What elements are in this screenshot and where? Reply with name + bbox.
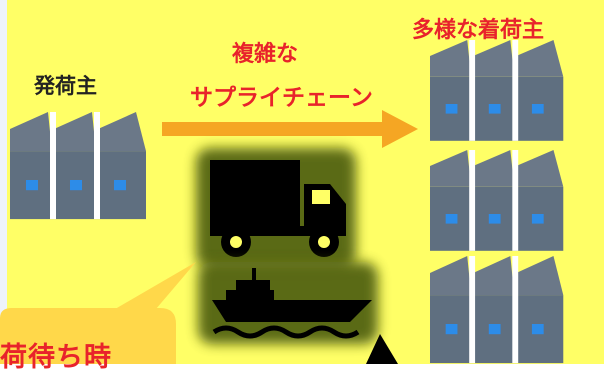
pointer-shape (366, 334, 398, 364)
left-edge-strip (0, 0, 7, 364)
shipper-factory-icon (10, 112, 146, 220)
supply-chain-label-line2: サプライチェーン (190, 85, 373, 111)
receivers-label: 多様な着荷主 (412, 18, 545, 43)
ship-icon (198, 262, 378, 344)
truck-icon (196, 148, 356, 268)
supply-chain-label-line1: 複雑な (232, 42, 299, 67)
speech-bubble-icon (0, 262, 196, 364)
receiver-factory-icon (430, 256, 564, 364)
receiver-factory-icon (430, 40, 564, 141)
arrow-right-icon (162, 110, 418, 148)
receiver-factory-icon (430, 150, 564, 251)
diagram-graphics (0, 40, 564, 364)
callout-text: 荷待ち時 (0, 342, 112, 373)
shipper-label: 発荷主 (34, 74, 97, 98)
